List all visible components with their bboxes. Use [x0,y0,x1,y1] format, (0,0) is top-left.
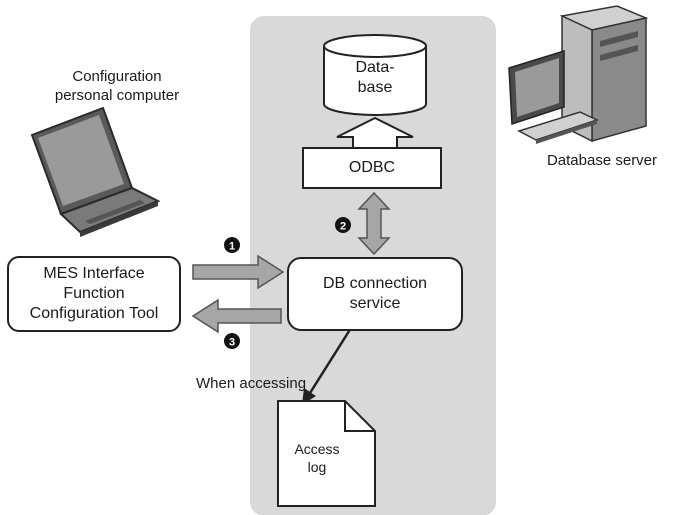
database-label-line2: base [357,79,393,96]
config-tool-box: MES Interface Function Configuration Too… [7,256,181,332]
when-accessing-text: When accessing [196,375,307,392]
config-pc-label-line1: Configuration [72,68,162,85]
database-label-line1: Data- [355,59,395,76]
marker-1: 1 [224,237,240,253]
config-tool-line2: Function [63,285,125,302]
laptop-icon [30,106,161,237]
odbc-label-text: ODBC [348,159,396,176]
marker-2: 2 [335,217,351,233]
config-tool-line1: MES Interface [43,265,145,282]
odbc-to-db-arrow [336,116,414,148]
config-tool-line3: Configuration Tool [29,305,159,322]
service-line2: service [349,295,401,312]
marker-1-text: 1 [229,241,235,253]
access-log-line1: Access [294,441,340,457]
database-label: Data- base [324,58,426,98]
config-pc-label: Configuration personal computer [37,67,197,105]
marker-3-text: 3 [229,337,235,349]
access-log-document [277,400,376,507]
tool-to-service-arrow [192,254,285,290]
service-to-tool-arrow [191,298,282,334]
when-accessing-label: When accessing [196,374,346,393]
service-line1: DB connection [322,275,428,292]
database-cylinder [323,34,427,116]
db-server-label: Database server [532,151,672,170]
marker-2-text: 2 [340,221,346,233]
marker-3: 3 [224,333,240,349]
server-computer-icon [508,5,649,144]
access-log-fold [344,401,375,432]
log-connector-line [308,327,353,394]
access-log-line2: log [307,459,327,475]
odbc-box-shape [302,147,442,189]
db-server-label-text: Database server [546,152,658,169]
odbc-label: ODBC [303,158,441,177]
access-log-label: Access log [278,440,356,476]
odbc-service-double-arrow [357,191,391,256]
config-pc-label-line2: personal computer [54,87,180,104]
db-connection-service-box: DB connection service [287,257,463,331]
